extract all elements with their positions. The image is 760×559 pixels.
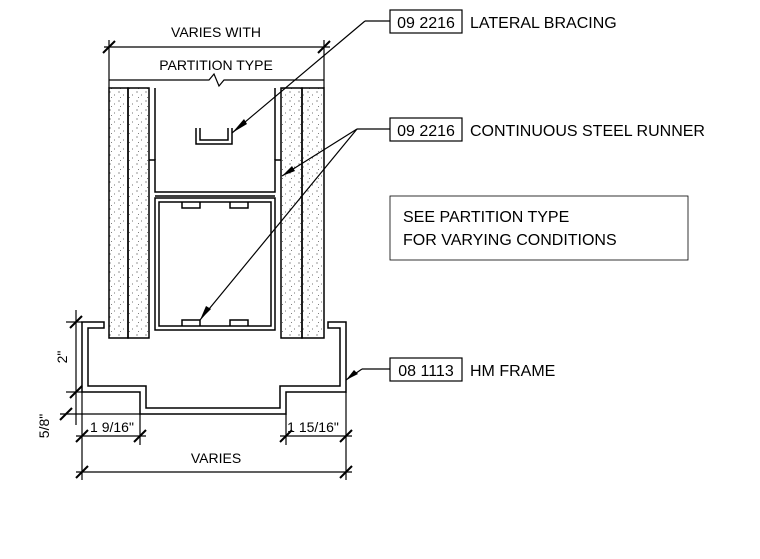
- top-dimension-label-2: PARTITION TYPE: [159, 57, 273, 73]
- lateral-bracing-channel: [195, 128, 233, 145]
- left-dimension-lip: 5/8": [36, 414, 52, 438]
- gypsum-board-right: [280, 87, 325, 339]
- callout-text: CONTINUOUS STEEL RUNNER: [470, 123, 705, 140]
- callout-lateral-bracing: 09 2216 LATERAL BRACING: [389, 9, 617, 34]
- left-dimension-height: 2": [54, 351, 70, 364]
- callout-text: LATERAL BRACING: [470, 15, 617, 32]
- continuous-steel-runner: [149, 88, 281, 197]
- callout-text: HM FRAME: [470, 363, 555, 380]
- callout-steel-runner: 09 2216 CONTINUOUS STEEL RUNNER: [389, 117, 705, 142]
- note-line-2: FOR VARYING CONDITIONS: [403, 232, 617, 249]
- top-dimension-label-1: VARIES WITH: [171, 24, 261, 40]
- bottom-dimensions: [75, 392, 353, 480]
- callout-code: 08 1113: [398, 363, 454, 380]
- leader-arrowheads: [200, 119, 358, 380]
- general-note: SEE PARTITION TYPE FOR VARYING CONDITION…: [389, 195, 689, 261]
- top-dimension: [102, 40, 331, 88]
- steel-runner-box: [154, 197, 276, 331]
- callout-code: 09 2216: [397, 123, 455, 140]
- gypsum-board-left: [108, 87, 150, 339]
- callout-hm-frame: 08 1113 HM FRAME: [389, 357, 555, 382]
- left-dimension: [59, 310, 140, 425]
- note-line-1: SEE PARTITION TYPE: [403, 209, 569, 226]
- callout-code: 09 2216: [397, 15, 455, 32]
- bottom-dimension-left: 1 9/16": [90, 419, 134, 435]
- bottom-dimension-right: 1 15/16": [287, 419, 339, 435]
- hm-frame-profile: [81, 321, 347, 415]
- leader-lines: [199, 20, 390, 381]
- bottom-dimension-overall: VARIES: [191, 450, 241, 466]
